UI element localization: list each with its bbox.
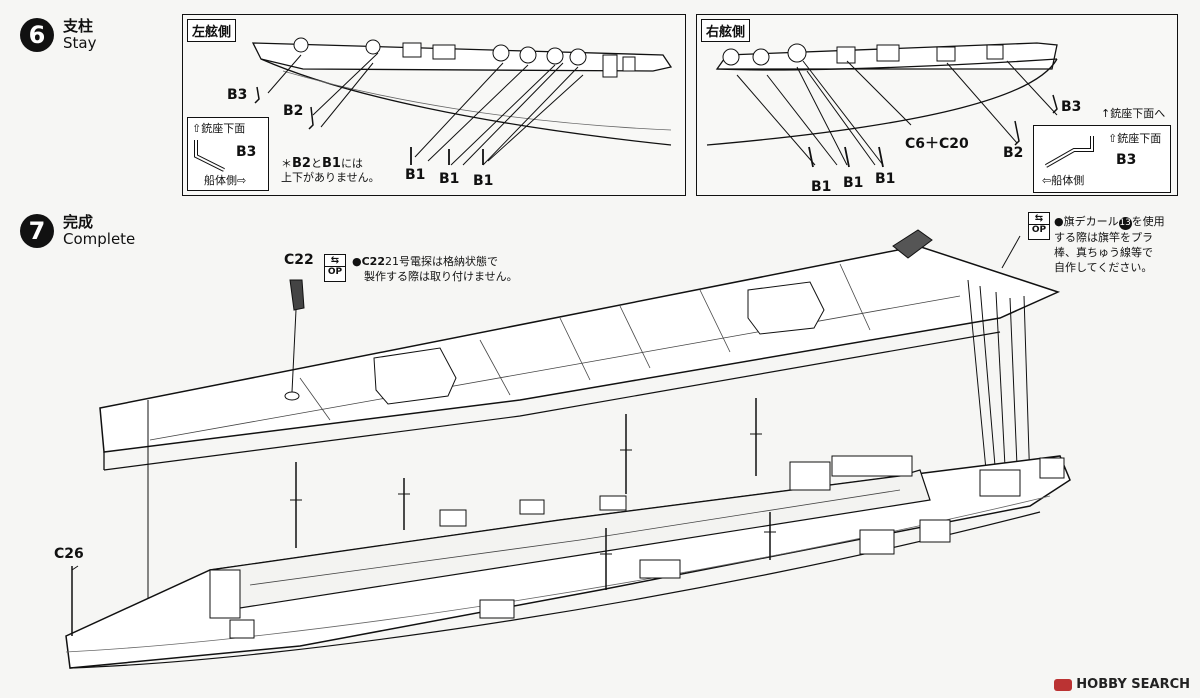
right-legend-part: B3 — [1116, 152, 1137, 168]
right-top-note: ↑銃座下面へ — [1101, 107, 1166, 120]
right-legend-bottom-text: ⇦船体側 — [1042, 174, 1085, 187]
left-legend-stay-shape — [188, 118, 268, 190]
left-label-b1-b: B1 — [439, 171, 460, 187]
right-hull-drawing — [697, 15, 1177, 195]
right-label-b2: B2 — [1003, 145, 1024, 161]
hobby-search-watermark: HOBBY SEARCH — [1054, 677, 1190, 692]
left-hull-drawing — [183, 15, 685, 195]
left-legend-top-text: ⇧銃座下面 — [192, 122, 246, 135]
step-6-subtitle: Stay — [63, 34, 97, 52]
left-label-b1-a: B1 — [405, 167, 426, 183]
step-6-number: 6 — [20, 18, 54, 52]
right-label-b1-b: B1 — [843, 175, 864, 191]
right-legend-box: ⇧銃座下面 B3 ⇦船体側 — [1033, 125, 1171, 193]
op-badge-flag: ⇆OP — [1028, 212, 1050, 240]
c22-label: C22 — [284, 252, 314, 268]
right-legend-top-text: ⇧銃座下面 — [1108, 132, 1162, 145]
op-badge-c22: ⇆OP — [324, 254, 346, 282]
step-7-title: 完成 — [63, 213, 94, 231]
decal-number-badge: 13 — [1118, 217, 1132, 230]
right-label-b3: B3 — [1061, 99, 1082, 115]
step-7-number: 7 — [20, 214, 54, 248]
left-label-b3: B3 — [227, 87, 248, 103]
right-side-panel: 右舷側 B3 ↑銃座下面へ C6＋C20 B2 B1 B1 B1 ⇧銃座下面 — [696, 14, 1178, 196]
right-panel-title: 右舷側 — [701, 19, 751, 42]
right-label-b1-c: B1 — [875, 171, 896, 187]
hobby-search-logo-icon — [1054, 678, 1073, 691]
left-label-b2: B2 — [283, 103, 304, 119]
flag-note: ●旗デカール13を使用 する際は旗竿をプラ 棒、真ちゅう線等で 自作してください… — [1054, 215, 1165, 274]
step-7-subtitle: Complete — [63, 230, 136, 248]
left-note: ＊B2とB1には 上下がありません。 — [281, 156, 380, 185]
c26-label: C26 — [54, 546, 84, 562]
right-label-c6-c20: C6＋C20 — [905, 136, 969, 152]
left-legend-box: ⇧銃座下面 B3 船体側⇨ — [187, 117, 269, 191]
left-legend-part: B3 — [236, 144, 257, 160]
left-label-b1-c: B1 — [473, 173, 494, 189]
left-panel-title: 左舷側 — [187, 19, 237, 42]
step-6-title: 支柱 — [63, 17, 94, 35]
left-legend-bottom-text: 船体側⇨ — [204, 174, 247, 187]
left-side-panel: 左舷側 B3 B2 B1 B1 B1 — [182, 14, 686, 196]
c22-note: ●C2221号電探は格納状態で 製作する際は取り付けません。 — [352, 255, 518, 283]
right-label-b1-a: B1 — [811, 179, 832, 195]
right-legend-stay-shape — [1034, 126, 1170, 192]
